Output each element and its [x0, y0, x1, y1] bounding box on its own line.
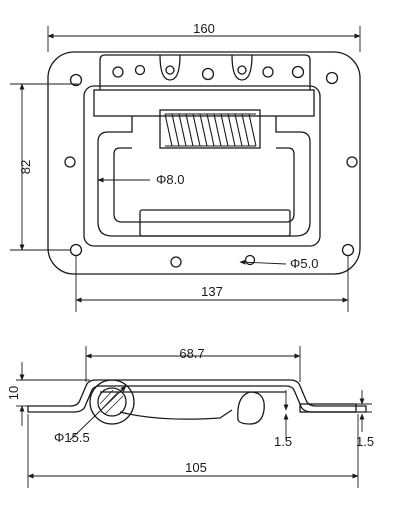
dim-side-top-width: 68.7 — [179, 346, 204, 361]
mounting-hole — [64, 156, 76, 168]
bracket-plate — [99, 54, 311, 90]
top-view-dimensions — [10, 26, 361, 312]
dim-height: 82 — [18, 160, 33, 174]
mounting-hole — [69, 243, 83, 257]
side-handle-bar — [89, 379, 135, 425]
top-view — [47, 51, 361, 275]
mounting-hole — [170, 256, 182, 268]
dim-flange-thickness-left: 1.5 — [274, 434, 292, 449]
grip-sleeve — [139, 209, 291, 237]
dim-side-overall-width: 105 — [185, 460, 207, 475]
dim-overall-width: 160 — [193, 21, 215, 36]
side-view-dimensions — [16, 346, 372, 488]
bracket-hole — [112, 66, 124, 78]
bracket-hole — [165, 65, 175, 75]
side-right-bar — [237, 391, 265, 425]
side-right-flange — [299, 403, 357, 413]
side-profile — [27, 379, 367, 413]
pivot-band — [93, 89, 315, 117]
bracket-notch-right — [231, 54, 253, 81]
side-pan — [119, 409, 233, 420]
dim-side-depth: 10 — [6, 386, 21, 400]
dim-handle-diameter: Φ8.0 — [156, 172, 184, 187]
spring-housing — [159, 109, 261, 149]
dim-flange-thickness-right: 1.5 — [356, 434, 374, 449]
bracket-hole — [134, 64, 146, 76]
dim-cutout-width: 137 — [201, 284, 223, 299]
mounting-hole — [341, 243, 355, 257]
bracket-hole — [201, 67, 215, 81]
bracket-hole — [262, 66, 274, 78]
bracket-hole — [291, 65, 305, 79]
side-handle-bar-inner — [97, 387, 127, 417]
dim-hole-diameter: Φ5.0 — [290, 256, 318, 271]
mounting-hole — [346, 156, 358, 168]
handle-inner — [113, 147, 295, 223]
drain-hole — [244, 254, 256, 266]
bracket-notch-left — [159, 54, 181, 81]
recess-outline — [83, 85, 321, 247]
outer-plate-outline — [47, 51, 361, 275]
spring-coils — [164, 113, 257, 147]
mounting-hole — [325, 71, 339, 85]
side-view — [27, 379, 367, 425]
bracket-hole — [237, 65, 247, 75]
dim-bar-diameter: Φ15.5 — [54, 430, 90, 445]
hatching — [99, 389, 124, 415]
mounting-hole — [69, 73, 83, 87]
